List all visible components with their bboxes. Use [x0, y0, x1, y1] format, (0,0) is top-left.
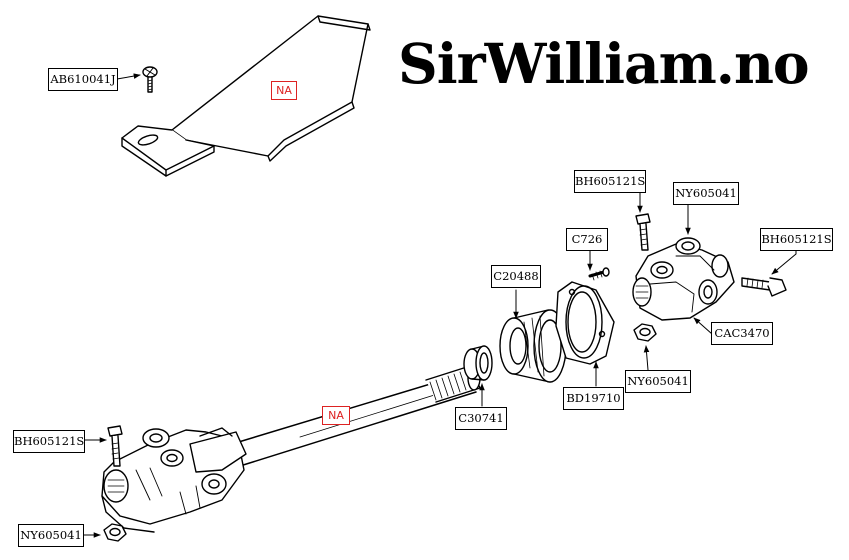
na-note-top: NA: [271, 81, 297, 100]
cover-plate-bd19710: [555, 281, 615, 365]
part-label-c20488[interactable]: C20488: [491, 265, 541, 288]
part-label-bd19710[interactable]: BD19710: [563, 387, 624, 410]
nut-ny605041-mid: [633, 323, 657, 342]
part-label-cac3470[interactable]: CAC3470: [711, 322, 773, 345]
part-label-ny605041-bottom[interactable]: NY605041: [18, 524, 84, 547]
part-label-bh605121s-left[interactable]: BH605121S: [13, 430, 85, 453]
nut-ny605041-bottom: [103, 523, 127, 542]
part-label-c30741[interactable]: C30741: [455, 407, 507, 430]
screw-c726: [588, 267, 610, 281]
bolt-bh605121s-top: [635, 213, 651, 251]
bush-c30741: [463, 345, 493, 381]
bolt-bh605121s-left: [107, 425, 123, 467]
upper-universal-joint: [632, 237, 735, 321]
part-label-bh605121s-top[interactable]: BH605121S: [574, 170, 646, 193]
part-label-c726[interactable]: C726: [566, 228, 608, 251]
steering-shaft: [231, 365, 481, 467]
part-label-ny605041-top[interactable]: NY605041: [673, 182, 739, 205]
bolt-bh605121s-right: [741, 277, 787, 297]
part-label-ab610041j[interactable]: AB610041J: [48, 68, 118, 91]
site-logo[interactable]: SirWilliam.no: [398, 31, 810, 96]
part-label-bh605121s-right[interactable]: BH605121S: [760, 228, 833, 251]
part-label-ny605041-mid[interactable]: NY605041: [625, 370, 691, 393]
bracket-plate: [121, 15, 371, 177]
screw-ab610041j: [142, 66, 158, 93]
na-note-shaft: NA: [322, 406, 350, 425]
lower-universal-joint: [101, 427, 247, 533]
